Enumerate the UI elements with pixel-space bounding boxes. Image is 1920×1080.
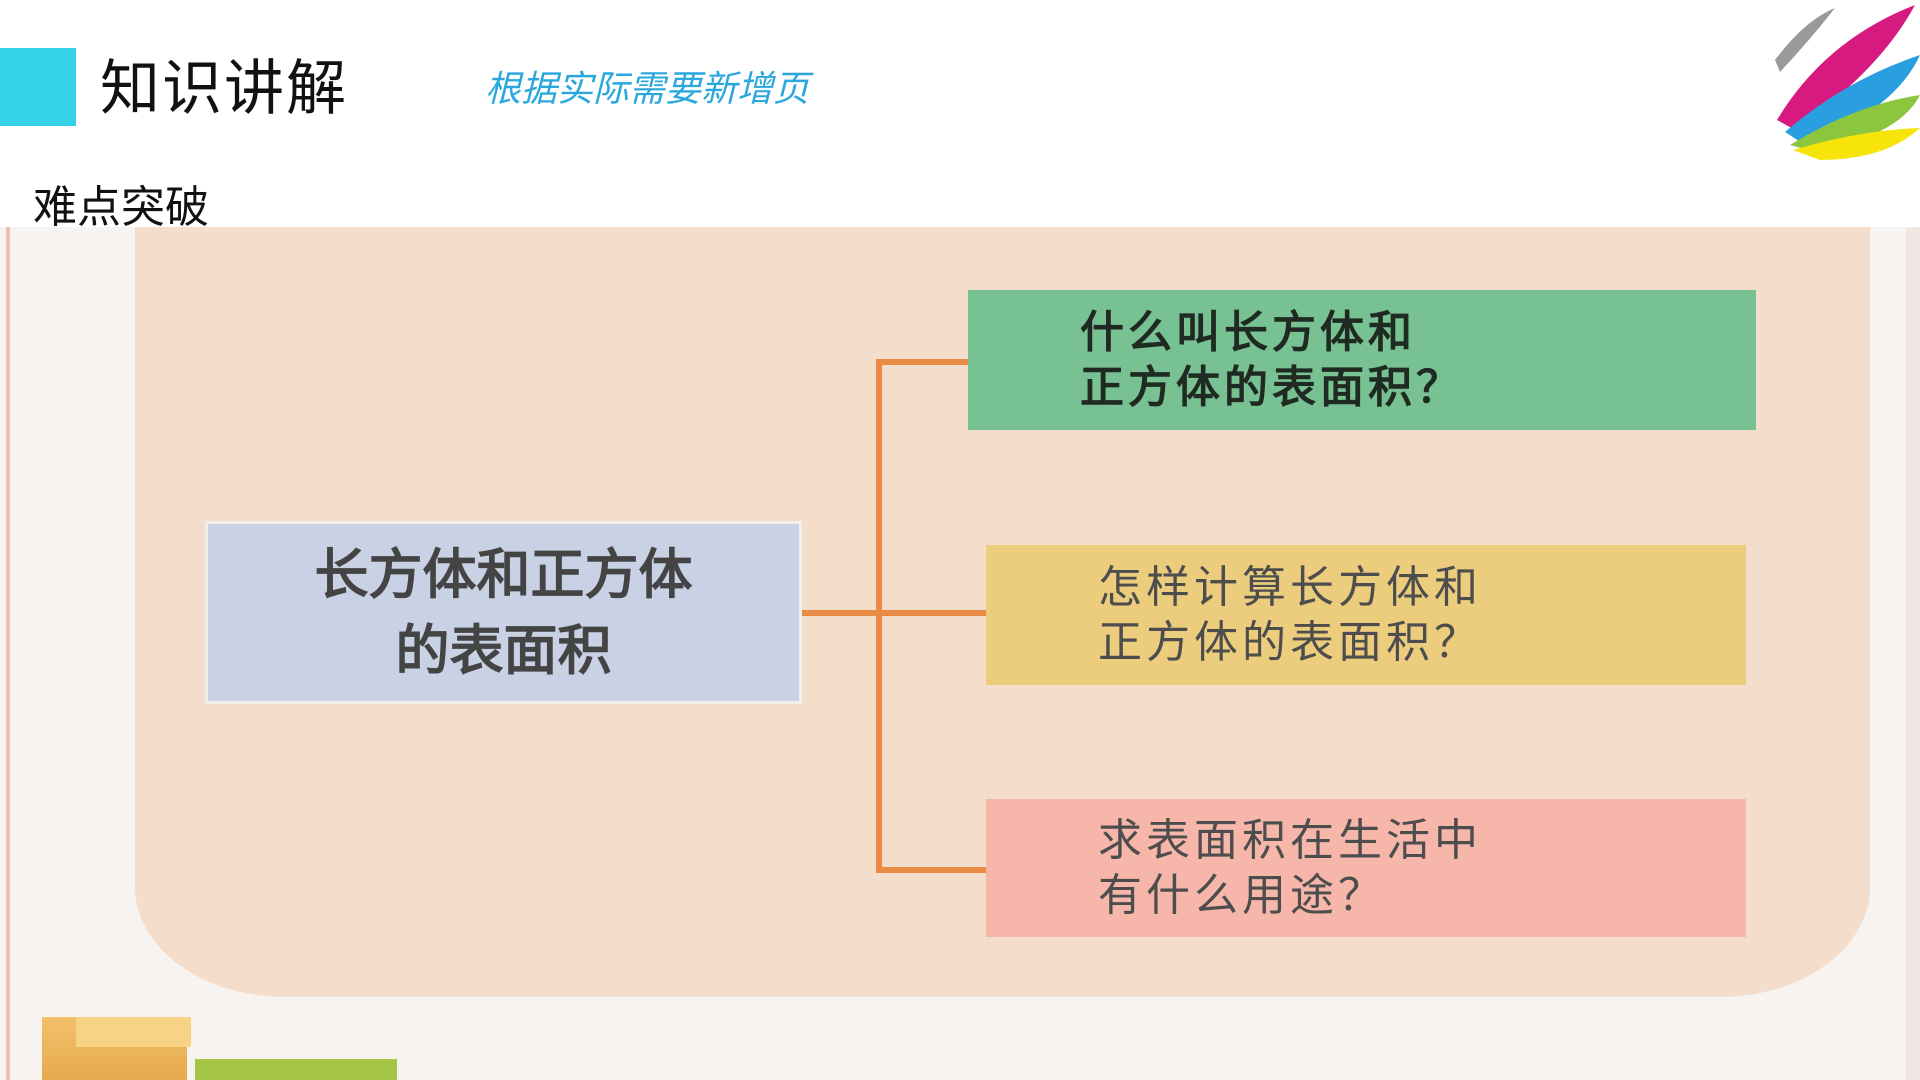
connector-vertical xyxy=(876,359,882,873)
question-box-1: 什么叫长方体和 正方体的表面积？ xyxy=(968,290,1756,430)
title-accent-block xyxy=(0,48,76,126)
connector-main xyxy=(802,610,880,616)
question-label-2: 怎样计算长方体和 正方体的表面积？ xyxy=(1098,562,1482,668)
main-topic-box: 长方体和正方体 的表面积 xyxy=(205,521,802,704)
page-title: 知识讲解 xyxy=(100,54,348,124)
section-title: 难点突破 xyxy=(33,182,209,233)
colorful-feather-logo-icon xyxy=(1775,5,1920,160)
question-label-1: 什么叫长方体和 正方体的表面积？ xyxy=(1080,307,1464,413)
page-hint: 根据实际需要新增页 xyxy=(485,69,810,110)
question-box-2: 怎样计算长方体和 正方体的表面积？ xyxy=(986,545,1746,685)
connector-branch-2 xyxy=(876,610,988,616)
orange-block-top xyxy=(76,1017,191,1047)
main-topic-label: 长方体和正方体 的表面积 xyxy=(314,542,693,682)
question-box-3: 求表面积在生活中 有什么用途？ xyxy=(986,799,1746,937)
image-left-edge xyxy=(6,227,10,1080)
connector-branch-3 xyxy=(876,867,988,873)
green-slab-illustration xyxy=(195,1059,397,1080)
image-right-edge xyxy=(1906,227,1920,1080)
connector-branch-1 xyxy=(876,359,972,365)
lesson-diagram-image: 长方体和正方体 的表面积 什么叫长方体和 正方体的表面积？ 怎样计算长方体和 正… xyxy=(0,227,1920,1080)
question-label-3: 求表面积在生活中 有什么用途？ xyxy=(1098,815,1482,921)
